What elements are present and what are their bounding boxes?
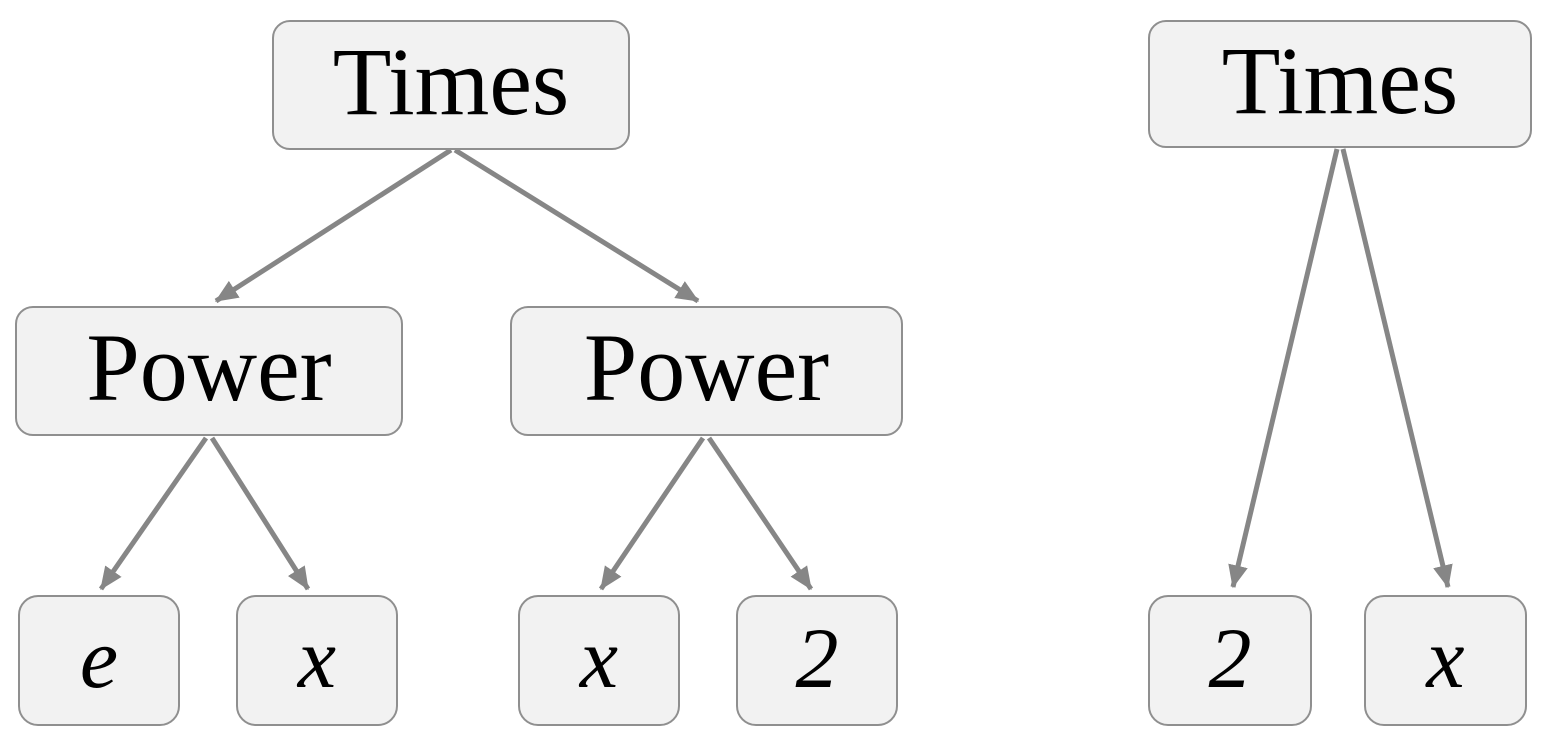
edge-left-times-power1: [214, 147, 453, 304]
node-leaf-x-second: x: [518, 595, 680, 726]
node-leaf-x-right-tree: x: [1364, 595, 1527, 726]
node-leaf-e: e: [18, 595, 180, 726]
edge-right-times-2: [1228, 148, 1340, 589]
edge-left-power1-e: [98, 436, 209, 591]
edge-right-times-x: [1340, 148, 1453, 589]
edge-left-times-power2: [453, 147, 700, 304]
node-label: 2: [1208, 609, 1252, 706]
node-times-left-root: Times: [272, 20, 630, 150]
node-leaf-2-left-tree: 2: [736, 595, 898, 726]
edge-left-power1-x: [209, 436, 311, 591]
edge-left-power2-x: [598, 436, 706, 591]
node-leaf-2-right-tree: 2: [1148, 595, 1312, 726]
node-label: x: [297, 609, 337, 706]
node-label: 2: [795, 609, 839, 706]
node-label: x: [579, 609, 619, 706]
node-label: e: [79, 609, 119, 706]
node-label: x: [1426, 609, 1465, 706]
node-power-right: Power: [510, 306, 903, 436]
node-power-left: Power: [15, 306, 403, 436]
node-label: Power: [583, 314, 830, 421]
node-times-right-root: Times: [1148, 20, 1532, 148]
edge-left-power2-2: [706, 436, 814, 591]
node-leaf-x-first: x: [236, 595, 398, 726]
node-label: Times: [332, 28, 570, 135]
node-label: Times: [1221, 27, 1459, 134]
node-label: Power: [86, 314, 332, 421]
